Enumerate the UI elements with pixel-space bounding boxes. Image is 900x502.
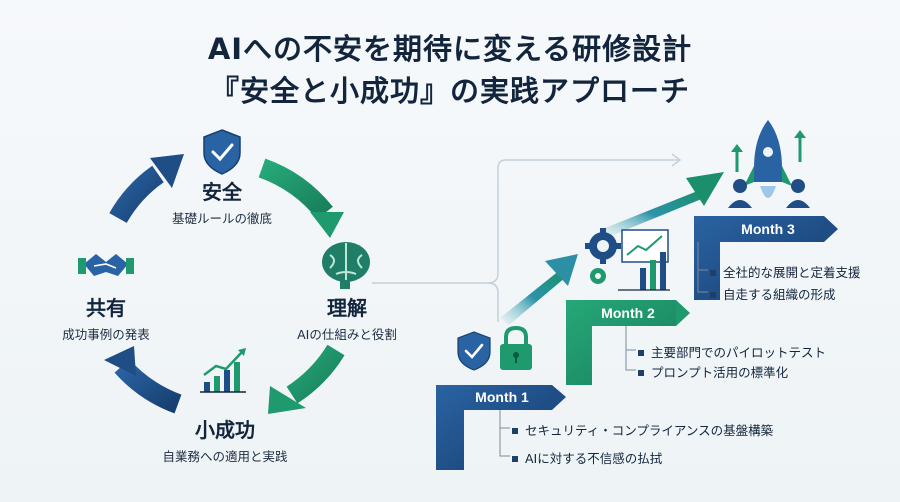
bullet-marker bbox=[710, 269, 716, 276]
month1-bracket bbox=[499, 410, 510, 457]
cycle-node-understanding: 理解 AIの仕組みと役割 bbox=[272, 292, 422, 343]
growth-arrow bbox=[500, 172, 724, 325]
month1-item-2: AIに対する不信感の払拭 bbox=[512, 448, 662, 467]
cycle-arrow-understanding-to-small-success bbox=[268, 344, 345, 414]
small-success-title: 小成功 bbox=[195, 418, 255, 442]
safety-subtitle: 基礎ルールの徹底 bbox=[171, 211, 272, 226]
cycle-arrow-small-success-to-sharing bbox=[104, 346, 182, 414]
cycle-arrow-safety-to-understanding bbox=[258, 158, 344, 238]
month3-item-1-text: 全社的な展開と定着支援 bbox=[723, 265, 861, 280]
understanding-subtitle: AIの仕組みと役割 bbox=[297, 327, 397, 342]
month2-item-1-text: 主要部門でのパイロットテスト bbox=[651, 345, 827, 360]
bullet-marker bbox=[512, 455, 518, 462]
understanding-title: 理解 bbox=[327, 296, 367, 320]
small-success-subtitle: 自業務への適用と実践 bbox=[162, 449, 288, 464]
month3-item-2-text: 自走する組織の形成 bbox=[723, 287, 836, 302]
month2-item-2: プロンプト活用の標準化 bbox=[638, 362, 788, 381]
lock-icon bbox=[500, 325, 532, 370]
month1-item-2-text: AIに対する不信感の払拭 bbox=[525, 451, 663, 466]
title-line-1: AIへの不安を期待に変える研修設計 bbox=[207, 32, 693, 66]
shield-check-icon bbox=[203, 129, 241, 175]
gear-icon bbox=[585, 228, 621, 284]
month2-label: Month 2 bbox=[601, 305, 655, 321]
month1-shield-icon bbox=[457, 331, 491, 371]
month3-label: Month 3 bbox=[741, 221, 795, 237]
cycle-node-sharing: 共有 成功事例の発表 bbox=[36, 292, 176, 343]
cycle-arrow-sharing-to-safety bbox=[109, 154, 184, 224]
dashboard-chart-icon bbox=[618, 229, 670, 291]
sharing-subtitle: 成功事例の発表 bbox=[62, 327, 150, 342]
up-arrow-icons bbox=[731, 130, 806, 172]
bullet-marker bbox=[512, 427, 518, 434]
brain-icon bbox=[322, 242, 370, 289]
month2-item-2-text: プロンプト活用の標準化 bbox=[651, 365, 789, 380]
month2-item-1: 主要部門でのパイロットテスト bbox=[638, 342, 826, 361]
month3-item-1: 全社的な展開と定着支援 bbox=[710, 262, 861, 281]
rocket-icon bbox=[744, 120, 792, 198]
month3-item-2: 自走する組織の形成 bbox=[710, 284, 836, 303]
bullet-marker bbox=[638, 369, 644, 376]
month1-label: Month 1 bbox=[475, 389, 529, 405]
handshake-icon bbox=[78, 254, 134, 276]
roadmap-staircase bbox=[436, 216, 838, 470]
month2-bracket bbox=[625, 326, 636, 371]
month1-item-1: セキュリティ・コンプライアンスの基盤構築 bbox=[512, 420, 773, 439]
cycle-node-safety: 安全 基礎ルールの徹底 bbox=[152, 176, 292, 227]
sharing-title: 共有 bbox=[86, 296, 126, 320]
cycle-node-small-success: 小成功 自業務への適用と実践 bbox=[150, 414, 300, 465]
bullet-marker bbox=[638, 349, 644, 356]
connector-line bbox=[372, 153, 682, 322]
title-line-2: 『安全と小成功』の実践アプローチ bbox=[209, 74, 690, 108]
month3-bracket bbox=[697, 242, 708, 293]
growth-chart-icon bbox=[200, 348, 246, 393]
month1-item-1-text: セキュリティ・コンプライアンスの基盤構築 bbox=[525, 423, 774, 438]
people-icon bbox=[728, 179, 810, 208]
bullet-marker bbox=[710, 291, 716, 298]
safety-title: 安全 bbox=[202, 180, 242, 204]
